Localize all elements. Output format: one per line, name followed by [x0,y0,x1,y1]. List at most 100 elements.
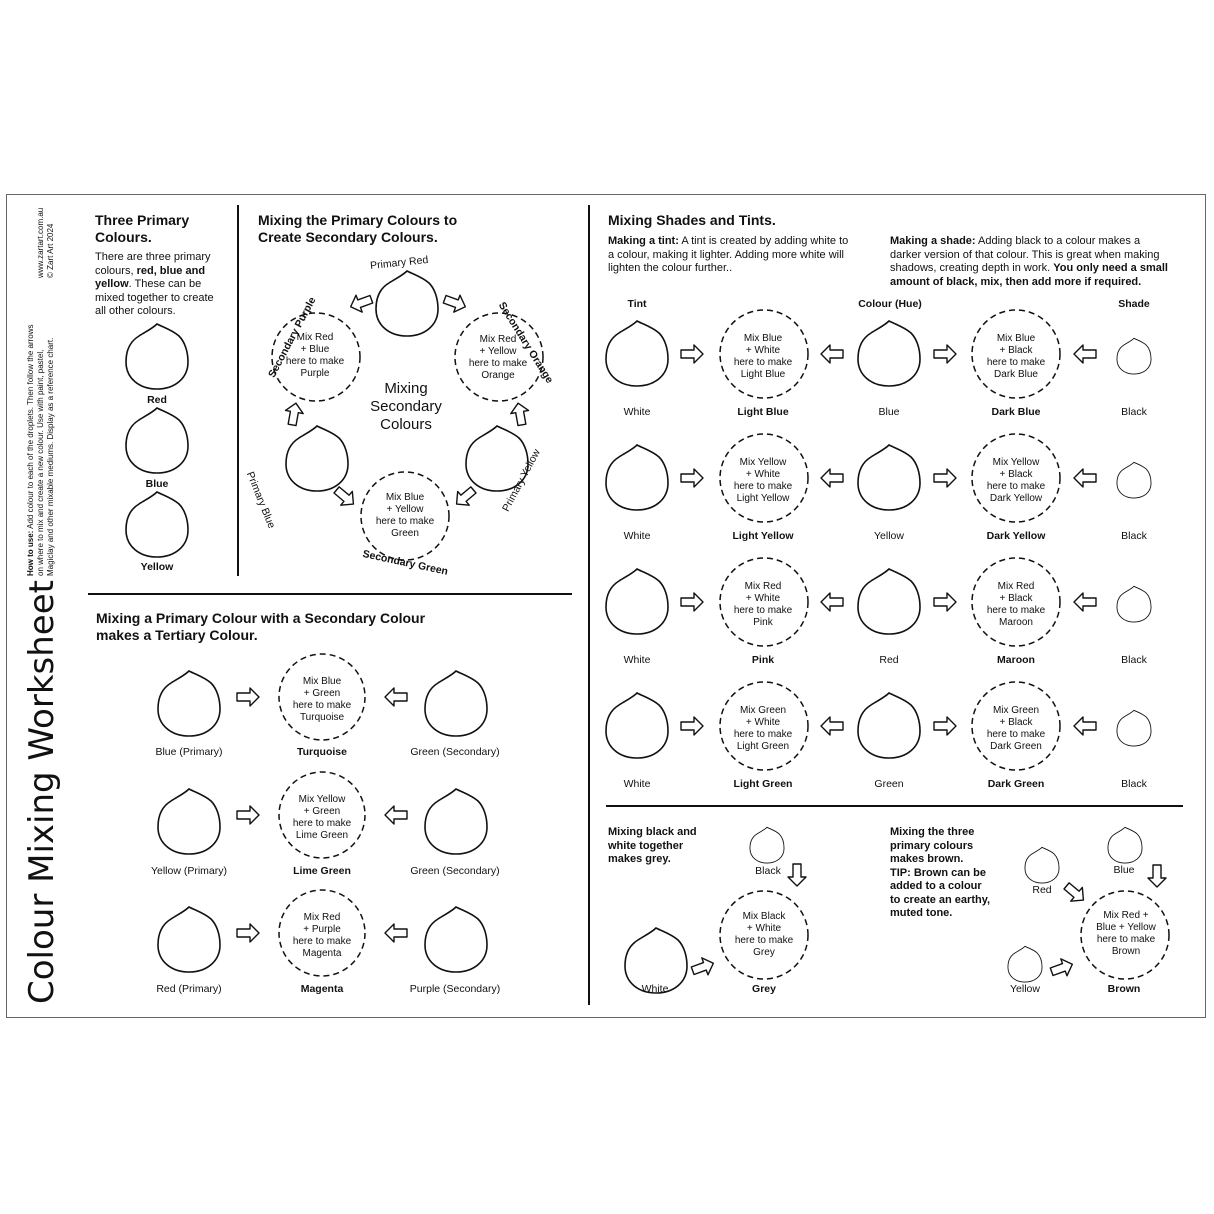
mix-circle-grey[interactable] [719,890,809,980]
shade-bold: Making a shade: [890,235,976,247]
arrow-right-icon [680,468,704,488]
arrow-left-icon [820,716,844,736]
droplet-secondary[interactable] [424,906,488,973]
mix-line: + White [745,593,781,604]
arrow-red-to-purple [346,290,376,316]
mix-circle-tertiary[interactable] [278,771,366,859]
droplet-primary-red[interactable] [375,270,439,337]
grey-black-label: Black [755,865,781,877]
t3-mix-2: + Purple [303,924,341,935]
droplet-primary[interactable] [157,788,221,855]
mix-line: + White [745,469,781,480]
droplet-yellow[interactable] [1007,945,1043,983]
arrow-right-icon [933,344,957,364]
mix-orange-2: + Yellow [479,346,517,357]
tint-result-label: Light Yellow [732,530,794,542]
droplet-hue[interactable] [857,320,921,387]
droplet-primary[interactable] [157,906,221,973]
droplet-hue[interactable] [857,692,921,759]
mix-circle-tint[interactable] [719,309,809,399]
mix-green-text: Mix Blue + Yellow here to make Green [365,492,445,540]
arrow-right-icon [236,687,260,707]
droplet-black[interactable] [1116,585,1152,623]
tertiary-row2-left: Yellow (Primary) [150,865,228,877]
tint-line-1: Making a tint: A tint is created by addi… [608,235,878,249]
tertiary-row2-mix: Mix Yellow + Green here to make Lime Gre… [282,794,362,842]
droplet-black[interactable] [1116,461,1152,499]
arrow-left-icon [384,687,408,707]
tertiary-row1-result: Turquoise [297,746,347,758]
mix-circle-tertiary[interactable] [278,889,366,977]
brown-title: Mixing the three primary colours makes b… [890,826,990,921]
column-tint: Tint [627,298,647,310]
droplet-primary-blue[interactable] [285,425,349,492]
shade-line-3: shadows, creating depth in work. You onl… [890,262,1190,276]
mix-line: + Black [999,345,1033,356]
grey-mix-4: Grey [753,947,775,958]
tertiary-row1-mix: Mix Blue + Green here to make Turquoise [282,676,362,724]
mix-circle-shade[interactable] [971,557,1061,647]
droplet-red[interactable] [1024,846,1060,884]
arrow-right-icon [933,592,957,612]
mix-circle-shade[interactable] [971,433,1061,523]
arrow-yellow-to-green [450,482,480,512]
shade-result-label: Dark Green [987,778,1045,790]
mix-line: here to make [733,357,793,368]
mix-circle-shade[interactable] [971,309,1061,399]
droplet-black[interactable] [1116,337,1152,375]
droplet-secondary[interactable] [424,670,488,737]
tint-white-label: White [623,530,651,542]
mix-line: Mix Blue [743,333,783,344]
shade-text-3a: shadows, creating depth in work. [890,262,1054,274]
droplet-hue[interactable] [857,444,921,511]
t1-mix-4: Turquoise [299,712,345,723]
droplet-hue[interactable] [857,568,921,635]
droplet-black[interactable] [749,826,785,864]
mix-circle-orange[interactable] [454,312,544,402]
droplet-white[interactable] [605,444,669,511]
droplet-yellow[interactable] [125,491,189,558]
primary-label-red: Red [147,394,167,406]
brown-mix-4: Brown [1111,946,1141,957]
tertiary-row3-left: Red (Primary) [156,983,222,995]
droplet-primary[interactable] [157,670,221,737]
mix-line: Light Green [736,741,790,752]
brown-mix-1: Mix Red + [1103,910,1149,921]
droplet-red[interactable] [125,323,189,390]
grey-result: Grey [752,983,776,995]
brown-title-1: Mixing the three [890,826,975,838]
mix-circle-tint[interactable] [719,557,809,647]
droplet-blue[interactable] [1107,826,1143,864]
mix-circle-tertiary[interactable] [278,653,366,741]
tertiary-title-line-1: Mixing a Primary Colour with a Secondary… [96,610,426,626]
arrow-right-icon [236,923,260,943]
brown-red-label: Red [1032,884,1052,896]
mix-circle-purple[interactable] [271,312,361,402]
mix-line: here to make [733,605,793,616]
droplet-white[interactable] [605,692,669,759]
droplet-white[interactable] [605,568,669,635]
tint-result-label: Light Green [733,778,793,790]
mix-circle-tint[interactable] [719,433,809,523]
arrow-yellow-to-orange [508,400,532,428]
droplet-secondary[interactable] [424,788,488,855]
primary-desc-5: all other colours. [95,305,176,317]
droplet-blue[interactable] [125,407,189,474]
droplet-black[interactable] [1116,709,1152,747]
mix-green-4: Green [391,528,419,539]
mix-line: Dark Yellow [989,493,1043,504]
hue-label: Green [874,778,904,790]
mix-circle-shade[interactable] [971,681,1061,771]
mix-purple-1: Mix Red [296,332,334,343]
mix-circle-green[interactable] [360,471,450,561]
mix-purple-3: here to make [285,356,345,367]
droplet-white[interactable] [605,320,669,387]
mix-circle-tint[interactable] [719,681,809,771]
mix-line: here to make [986,729,1046,740]
t1-mix-1: Mix Blue [302,676,342,687]
tertiary-row3-mix: Mix Red + Purple here to make Magenta [282,912,362,960]
mix-circle-brown[interactable] [1080,890,1170,980]
hue-label: Blue [878,406,900,418]
